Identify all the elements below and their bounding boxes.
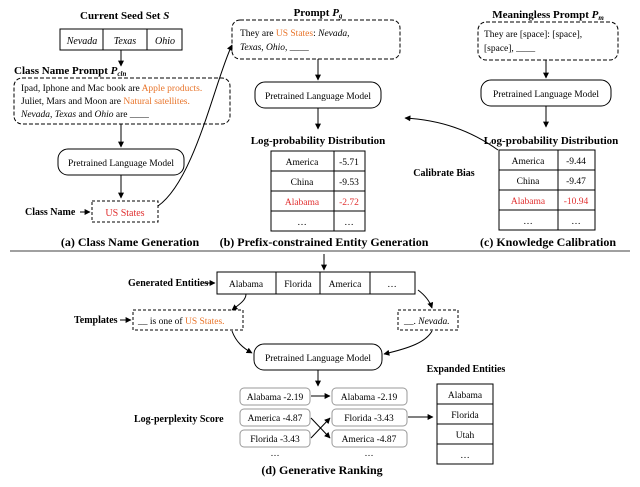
score-item-text: … <box>365 448 374 458</box>
table-cell-value: -5.71 <box>339 158 359 168</box>
table-cell-value: … <box>571 217 581 227</box>
table-cell-name: Alabama <box>511 197 546 207</box>
caption-d: (d) Generative Ranking <box>261 463 382 477</box>
arrow <box>383 330 433 356</box>
score-item-text: Alabama -2.19 <box>341 393 398 403</box>
score-item-text: … <box>271 448 280 458</box>
meaningless-prompt-box <box>477 21 619 61</box>
score-item <box>239 408 311 427</box>
calibrate-bias-label: Calibrate Bias <box>413 168 474 179</box>
table-cell-name: … <box>523 217 533 227</box>
seed-entity: Ohio <box>155 36 175 47</box>
table-cell-value: -10.94 <box>564 197 589 207</box>
score-item <box>331 387 408 406</box>
table-cell-name: America <box>286 158 319 168</box>
table-cell-name: America <box>512 157 545 167</box>
prompt-g-title: Prompt Pg <box>294 7 343 20</box>
score-item-text: Florida -3.43 <box>250 435 300 445</box>
arrow <box>231 330 253 354</box>
arrow <box>417 289 434 309</box>
prompt-line: They are US States: Nevada, <box>240 29 350 39</box>
prompt-line: Ipad, Iphone and Mac book are Apple prod… <box>21 84 202 94</box>
expanded-entity: Utah <box>456 431 475 441</box>
seed-set-title: Current Seed Set S <box>80 10 169 22</box>
expanded-entity: … <box>460 451 470 461</box>
dist-title-b: Log-probability Distribution <box>251 135 386 147</box>
seed-entity: Texas <box>114 36 137 47</box>
score-item-text: America -4.87 <box>342 435 397 445</box>
class-name-prompt-title: Class Name Prompt Pcln <box>14 65 126 78</box>
language-model-label: Pretrained Language Model <box>493 90 599 100</box>
template-text-1: __ is one of US States. <box>137 316 225 327</box>
table-cell-name: China <box>517 177 540 187</box>
caption-b: (b) Prefix-constrained Entity Generation <box>220 235 429 249</box>
expanded-entities-label: Expanded Entities <box>427 364 506 375</box>
log-prob-table-c: America -9.44 China -9.47 Alabama -10.94… <box>498 149 596 231</box>
calibrate-arrow <box>404 115 499 151</box>
seed-entity: Nevada <box>66 36 98 47</box>
class-name-prompt-box <box>13 77 231 125</box>
prompt-line: Juliet, Mars and Moon are Natural satell… <box>21 97 190 107</box>
generated-entity: … <box>387 280 397 290</box>
templates-label: Templates <box>74 315 118 326</box>
prompt-g-box <box>231 19 401 60</box>
language-model-label: Pretrained Language Model <box>265 92 371 102</box>
generated-entity: Alabama <box>229 280 264 290</box>
class-name-value: US States <box>105 208 144 219</box>
entities-frame <box>216 271 416 295</box>
template-box-2 <box>397 309 459 331</box>
table-cell-value: -9.53 <box>339 178 359 188</box>
score-list-right: Alabama -2.19 Florida -3.43 America -4.8… <box>331 387 408 458</box>
log-prob-table-b: America -5.71 China -9.53 Alabama -2.72 … <box>270 150 366 232</box>
score-item-text: Alabama -2.19 <box>247 393 304 403</box>
language-model-label: Pretrained Language Model <box>265 354 371 364</box>
score-item-text: Florida -3.43 <box>344 414 394 424</box>
prompt-line: Nevada, Texas and Ohio are ____ <box>20 110 149 120</box>
table-cell-value: -2.72 <box>339 198 359 208</box>
expanded-entity: Florida <box>451 411 479 421</box>
arrow <box>310 417 331 439</box>
prompt-line: Texas, Ohio, ____ <box>240 43 309 53</box>
caption-a: (a) Class Name Generation <box>61 235 200 249</box>
template-box-1 <box>132 309 244 331</box>
table-cell-value: -9.44 <box>566 157 586 167</box>
table-cell-value: -9.47 <box>566 177 586 187</box>
caption-c: (c) Knowledge Calibration <box>480 235 616 249</box>
expanded-entities-list: Alabama Florida Utah … <box>436 383 494 465</box>
meaningless-prompt-title: Meaningless Prompt Pm <box>492 9 604 22</box>
score-item <box>239 429 311 448</box>
arrow <box>231 293 247 311</box>
table-cell-name: China <box>291 178 314 188</box>
score-item <box>331 408 408 427</box>
score-list-left: Alabama -2.19 America -4.87 Florida -3.4… <box>239 387 311 458</box>
table-cell-name: … <box>297 218 307 228</box>
score-item-text: America -4.87 <box>248 414 303 424</box>
prompt-line: [space], ____ <box>484 44 535 54</box>
score-item <box>239 387 311 406</box>
generated-entity: America <box>329 280 362 290</box>
expanded-entity: Alabama <box>448 391 483 401</box>
template-text-2: __. Nevada. <box>403 317 450 327</box>
class-name-box <box>91 200 159 223</box>
prompt-line: They are [space]: [space], <box>484 30 582 40</box>
dist-title-c: Log-probability Distribution <box>484 135 619 147</box>
class-name-label: Class Name <box>25 207 76 218</box>
table-cell-value: … <box>344 218 354 228</box>
generated-entities-label: Generated Entities <box>128 278 208 289</box>
log-perplexity-label: Log-perplexity Score <box>134 414 224 425</box>
language-model-label: Pretrained Language Model <box>68 159 174 169</box>
score-item <box>331 429 408 448</box>
curved-arrow <box>157 44 233 207</box>
generated-entity: Florida <box>284 280 312 290</box>
generated-entities-row: Alabama Florida America … <box>216 271 416 295</box>
table-cell-name: Alabama <box>285 198 320 208</box>
